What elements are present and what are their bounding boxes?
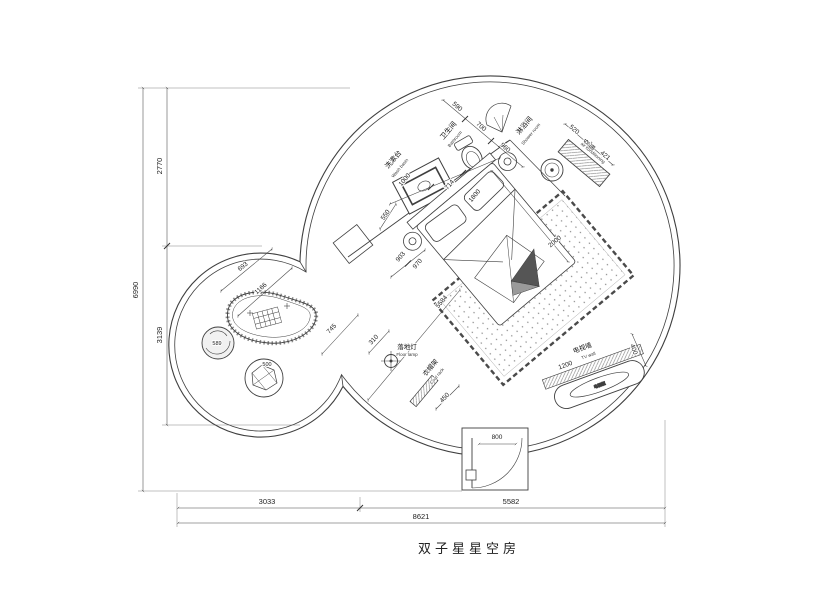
floor-lamp-label-cn: 落地灯 xyxy=(397,342,417,351)
lamp-left xyxy=(408,237,417,246)
tv-cabinet-top xyxy=(569,371,629,398)
dim-6990: 6990 xyxy=(131,282,140,299)
drawing-title: 双子星星空房 xyxy=(418,541,520,556)
tv-wall-label-en: TV wall xyxy=(581,351,597,361)
dim-500: 500 xyxy=(262,362,271,368)
passage-jamb-bottom xyxy=(341,374,344,387)
round-stool xyxy=(201,326,235,360)
dim-line xyxy=(435,384,460,411)
dim-line xyxy=(379,202,397,231)
junction-column xyxy=(332,223,374,265)
floor-lamp-label-en: Floor lamp xyxy=(396,352,418,357)
dim-2770: 2770 xyxy=(155,158,164,175)
door-swing-arc xyxy=(471,437,523,489)
dim-line xyxy=(441,99,525,168)
dimension-lines xyxy=(138,86,667,527)
dim-8621: 8621 xyxy=(413,512,430,521)
tv-cabinet-label: 电视柜 xyxy=(593,380,606,390)
dim-800: 800 xyxy=(492,434,503,441)
entry-door xyxy=(465,437,523,489)
dim-5582: 5582 xyxy=(503,497,520,506)
stool-fold xyxy=(205,340,231,355)
extension-lines xyxy=(138,87,666,527)
throw-light xyxy=(510,280,541,296)
dim-3033: 3033 xyxy=(259,497,276,506)
dim-589: 589 xyxy=(212,341,221,347)
stool-fold xyxy=(209,330,228,337)
dim-line xyxy=(367,288,461,402)
dim-line xyxy=(368,329,390,355)
dim-3139: 3139 xyxy=(155,327,164,344)
dim-line xyxy=(630,333,648,367)
tv-wall-group: 电视柜 xyxy=(541,343,645,409)
passage-jamb-top xyxy=(299,261,307,273)
door-hinge xyxy=(465,469,477,481)
dim-line xyxy=(389,156,501,206)
crystal-stool xyxy=(244,358,284,398)
pillow-left xyxy=(424,204,467,242)
bed-length-dim-line xyxy=(490,170,570,263)
shower-center xyxy=(550,168,554,172)
dim-line xyxy=(220,247,273,293)
dim-line xyxy=(321,313,359,356)
chain-ticks xyxy=(163,115,593,512)
